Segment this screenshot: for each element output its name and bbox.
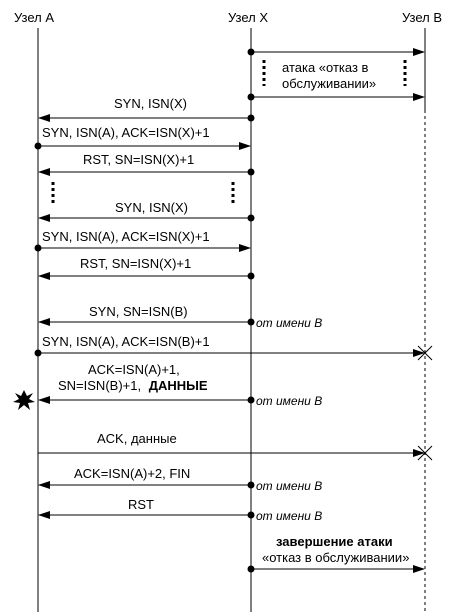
on-behalf-b-1: от имени В: [256, 316, 322, 330]
dot-ack-data: [247, 396, 255, 404]
msg-ack-data-reply-label: ACK, данные: [97, 431, 177, 446]
msg-ack-data-line1: ACK=ISN(A)+1,: [88, 362, 180, 377]
dot-syn-ack-1: [34, 142, 42, 150]
attack-end-line2: «отказ в обслуживании»: [262, 550, 409, 565]
dot-rst-2: [247, 272, 255, 280]
dot-attack-end: [247, 565, 255, 573]
msg-ack-data-line2: SN=ISN(B)+1, ДАННЫЕ: [58, 378, 208, 393]
msg-syn-isn-x-1-label: SYN, ISN(X): [114, 96, 187, 111]
on-behalf-b-2: от имени В: [256, 394, 322, 408]
dot-syn-isn-x-1: [247, 114, 255, 122]
attack-end-line1: завершение атаки: [276, 534, 393, 549]
dot-syn-isn-x-2: [247, 214, 255, 222]
dot-dos-bottom: [247, 93, 255, 101]
dot-syn-ack-2: [34, 244, 42, 252]
dot-rst-final: [247, 511, 255, 519]
msg-syn-isn-x-2-label: SYN, ISN(X): [115, 200, 188, 215]
dot-syn-isn-b: [247, 318, 255, 326]
node-x-label: Узел Х: [228, 10, 268, 25]
lost-x-mark-2: [417, 445, 433, 461]
msg-ack-fin-label: ACK=ISN(A)+2, FIN: [74, 466, 190, 481]
lost-x-mark-1: [417, 345, 433, 361]
dos-label-line1: атака «отказ в: [282, 60, 369, 75]
msg-ack-data-sn: SN=ISN(B)+1,: [58, 378, 141, 393]
msg-syn-isn-b-label: SYN, SN=ISN(B): [89, 304, 188, 319]
msg-ack-data-bold: ДАННЫЕ: [149, 378, 208, 393]
node-a-label: Узел А: [14, 10, 54, 25]
dos-attack-block: атака «отказ в обслуживании»: [247, 48, 425, 101]
msg-syn-ack-b-label: SYN, ISN(A), ACK=ISN(B)+1: [42, 334, 210, 349]
msg-rst-2-label: RST, SN=ISN(X)+1: [80, 256, 191, 271]
msg-syn-ack-2-label: SYN, ISN(A), ACK=ISN(X)+1: [42, 229, 210, 244]
dot-dos-top: [247, 48, 255, 56]
burst-icon: [13, 390, 35, 410]
node-b-label: Узел В: [402, 10, 442, 25]
dot-ack-fin: [247, 481, 255, 489]
dos-label-line2: обслуживании»: [282, 76, 376, 91]
dot-rst-1: [247, 168, 255, 176]
msg-syn-ack-1-label: SYN, ISN(A), ACK=ISN(X)+1: [42, 125, 210, 140]
on-behalf-b-3: от имени В: [256, 479, 322, 493]
dot-syn-ack-b: [34, 349, 42, 357]
on-behalf-b-4: от имени В: [256, 509, 322, 523]
msg-rst-1-label: RST, SN=ISN(X)+1: [83, 152, 194, 167]
msg-rst-final-label: RST: [128, 497, 154, 512]
